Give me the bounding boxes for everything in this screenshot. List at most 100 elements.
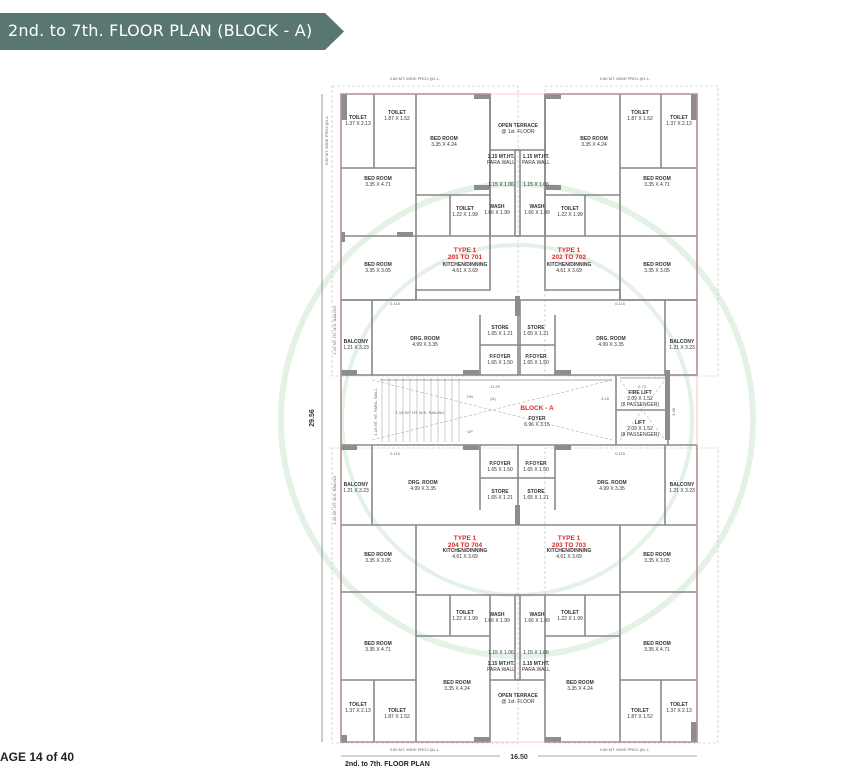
room-size: 1.15 X 1.06 (523, 650, 549, 656)
columns (341, 94, 697, 743)
wall-thickness-label: 0.115 (615, 301, 625, 306)
room-label-p-foyer: P.FOYER (489, 354, 511, 360)
room-size: 4.99 X 3.35 (599, 486, 625, 492)
room-size: 1.21 X 3.23 (343, 488, 369, 494)
room-size: 1.22 X 1.99 (452, 212, 478, 218)
room-size: 1.87 X 1.52 (627, 116, 653, 122)
room-size: 1.22 X 1.99 (452, 616, 478, 622)
room-size: 1.37 X 2.13 (345, 121, 371, 127)
room-label-bed-room: BED ROOM (364, 641, 392, 647)
room-label-drg-room: DRG. ROOM (597, 480, 626, 486)
room-label-wash: WASH (530, 612, 545, 618)
stair-a-label: (A) (490, 396, 496, 401)
room-label-bed-room: BED ROOM (580, 136, 608, 142)
room-size: 4.61 X 3.69 (452, 268, 478, 274)
room-label-p-foyer: P.FOYER (489, 461, 511, 467)
room-label-balcony: BALCONY (670, 482, 695, 488)
railing-label-side: 1.15 MT. HT. M.S. RAILING (332, 306, 337, 355)
room-size: 1.65 X 1.50 (523, 360, 549, 366)
room-size: 3.35 X 4.71 (644, 647, 670, 653)
room-size: 1.37 X 2.13 (345, 708, 371, 714)
room-label-drg-room: DRG. ROOM (596, 336, 625, 342)
room-label-balcony: BALCONY (344, 482, 369, 488)
room-label-kitchen-dinning: KITCHEN/DINNING (443, 548, 488, 554)
room-label-store: STORE (491, 489, 509, 495)
unit-type-label: TYPE 1 (558, 535, 581, 542)
wall-thickness-label: 0.115 (615, 451, 625, 456)
room-label-drg-room: DRG. ROOM (408, 480, 437, 486)
projection-label-bottom-left: 0.60 MT. WIDE PROJ.@L.L. (390, 747, 441, 752)
room-size: 1.37 X 2.13 (666, 121, 692, 127)
plan-caption: 2nd. to 7th. FLOOR PLAN (345, 761, 430, 768)
room-size: 3.35 X 4.24 (581, 142, 607, 148)
room-size: 4.61 X 3.69 (556, 554, 582, 560)
fire-lift-capacity: (8 PASSENGER) (621, 402, 660, 408)
room-size: 3.35 X 3.05 (644, 558, 670, 564)
page-number: AGE 14 of 40 (0, 750, 75, 764)
railing-label-side: 1.15 MT. HT. M.S. RAILING (332, 476, 337, 525)
room-label-balcony: BALCONY (670, 339, 695, 345)
room-label-wash: WASH (530, 204, 545, 210)
room-size: 3.35 X 3.05 (365, 558, 391, 564)
wall-thickness-label: 0.115 (390, 301, 400, 306)
room-label-store: STORE (527, 325, 545, 331)
stair-railing-label: 1.15 MT. HT. M.S. RAILING (396, 410, 445, 415)
room-size: 4.99 X 3.35 (598, 342, 624, 348)
room-size: PARA.WALL (487, 160, 515, 166)
room-label-toilet: TOILET (388, 110, 406, 116)
room-size: 1.87 X 1.52 (384, 116, 410, 122)
room-label-1-15-mt-ht: 1.15 MT.HT. (488, 154, 515, 160)
foyer-length-dimension: 11.29 (490, 384, 500, 389)
room-size: 4.99 X 3.35 (412, 342, 438, 348)
room-size: 1.66 X 1.99 (484, 618, 510, 624)
room-label-kitchen-dinning: KITCHEN/DINNING (547, 262, 592, 268)
room-label-bed-room: BED ROOM (430, 136, 458, 142)
room-size: 3.35 X 4.24 (444, 686, 470, 692)
room-size: 1.65 X 1.21 (523, 495, 549, 501)
page-title: 2nd. to 7th. FLOOR PLAN (BLOCK - A) (8, 21, 313, 40)
room-size: 1.21 X 3.23 (343, 345, 369, 351)
rera-watermark-seal (278, 181, 756, 659)
room-label-balcony: BALCONY (344, 339, 369, 345)
room-label-lift: LIFT (635, 420, 646, 426)
room-size: 1.65 X 1.21 (487, 331, 513, 337)
unit-type-label: TYPE 1 (454, 247, 477, 254)
projection-label-top-right: 0.60 MT. WIDE PROJ.@L.L. (600, 76, 651, 81)
unit-range-label: 202 TO 702 (552, 254, 587, 261)
unit-range-label: 203 TO 703 (552, 542, 587, 549)
wall-thickness-label: 0.115 (390, 451, 400, 456)
room-label-bed-room: BED ROOM (643, 262, 671, 268)
stair-up-label: UP (467, 429, 473, 434)
staircase[interactable] (381, 378, 460, 442)
room-size: 1.66 X 1.99 (524, 210, 550, 216)
block-label: BLOCK - A (520, 405, 554, 412)
room-label-toilet: TOILET (388, 708, 406, 714)
room-size: 1.65 X 1.50 (523, 467, 549, 473)
room-label-foyer: FOYER (528, 416, 546, 422)
room-size: 1.22 X 1.99 (557, 212, 583, 218)
room-label-bed-room: BED ROOM (443, 680, 471, 686)
unit-type-label: TYPE 1 (558, 247, 581, 254)
room-label-bed-room: BED ROOM (364, 176, 392, 182)
lift-capacity: (8 PASSENGER) (621, 432, 660, 438)
room-label-toilet: TOILET (631, 110, 649, 116)
room-label-wash: WASH (490, 204, 505, 210)
room-label-1-15-mt-ht: 1.15 MT.HT. (523, 154, 550, 160)
projection-label-top-left: 0.60 MT. WIDE PROJ.@L.L. (390, 76, 441, 81)
room-label-toilet: TOILET (670, 115, 688, 121)
room-label-store: STORE (491, 325, 509, 331)
projection-label-side: 0.60 MT. WIDE PROJ.@L.L. (324, 115, 329, 166)
room-label-open-terrace: OPEN TERRACE (498, 693, 538, 699)
room-label-toilet: TOILET (631, 708, 649, 714)
room-size: 1.66 X 1.99 (484, 210, 510, 216)
room-label-bed-room: BED ROOM (643, 641, 671, 647)
room-label-p-foyer: P.FOYER (525, 461, 547, 467)
room-size: 2.09 X 1.52 (627, 426, 653, 432)
room-label-store: STORE (527, 489, 545, 495)
room-label-1-15-mt-ht: 1.15 MT.HT. (488, 661, 515, 667)
room-size: 1.65 X 1.21 (523, 331, 549, 337)
room-size: 4.61 X 3.69 (556, 268, 582, 274)
room-size: @ 1st. FLOOR (501, 129, 535, 135)
room-size: 4.99 X 3.35 (410, 486, 436, 492)
